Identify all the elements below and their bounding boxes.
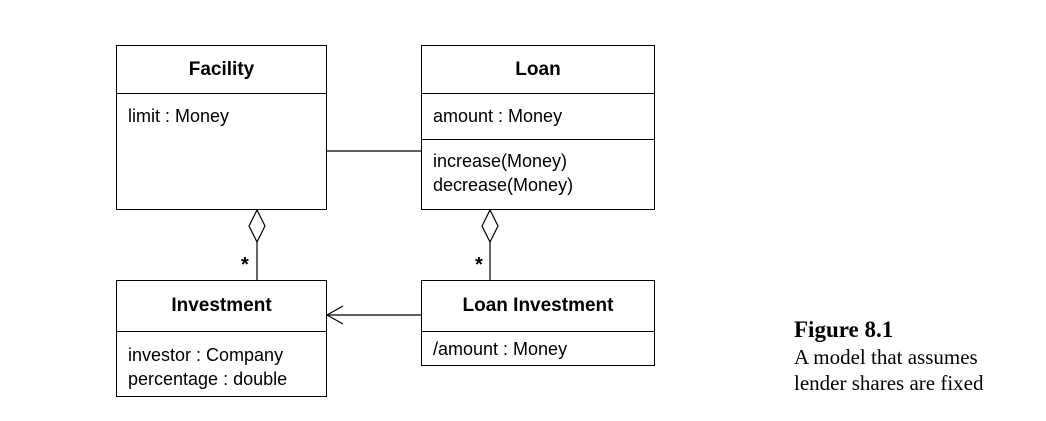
multiplicity-loan-loaninvestment: *: [475, 254, 483, 276]
class-facility-attributes: limit : Money: [117, 94, 326, 209]
class-investment-name: Investment: [117, 281, 326, 332]
class-loan-attributes: amount : Money: [422, 94, 654, 140]
figure-caption-line: A model that assumes: [794, 345, 978, 369]
attribute: percentage : double: [128, 369, 288, 389]
class-investment-attributes: investor : Company percentage : double: [117, 332, 326, 396]
class-loan: Loan amount : Money increase(Money) decr…: [421, 45, 655, 210]
facility-aggregation-diamond: [248, 208, 266, 244]
attribute: investor : Company: [128, 345, 284, 365]
attribute: limit : Money: [128, 106, 230, 126]
figure-caption-line: lender shares are fixed: [794, 371, 984, 395]
class-loan-investment: Loan Investment /amount : Money: [421, 280, 655, 366]
multiplicity-facility-investment: *: [241, 254, 249, 276]
class-investment: Investment investor : Company percentage…: [116, 280, 327, 397]
class-facility: Facility limit : Money: [116, 45, 327, 210]
attribute: /amount : Money: [433, 339, 568, 359]
operation: increase(Money): [433, 151, 568, 171]
class-facility-name: Facility: [117, 46, 326, 94]
figure-caption-title: Figure 8.1: [794, 317, 894, 342]
class-loan-operations: increase(Money) decrease(Money): [422, 140, 654, 209]
class-loan-investment-name: Loan Investment: [422, 281, 654, 332]
class-loan-investment-attributes: /amount : Money: [422, 332, 654, 365]
class-loan-name: Loan: [422, 46, 654, 94]
operation: decrease(Money): [433, 175, 574, 195]
navigation-arrowhead: [325, 305, 344, 325]
figure-caption: Figure 8.1 A model that assumes lender s…: [794, 316, 983, 396]
attribute: amount : Money: [433, 106, 563, 126]
loan-aggregation-diamond: [481, 208, 499, 244]
